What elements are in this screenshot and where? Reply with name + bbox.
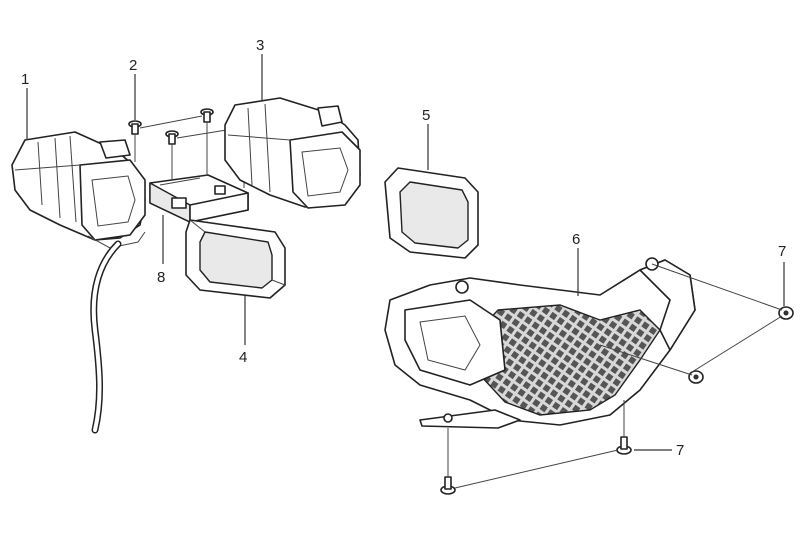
callout-4: 4 (239, 349, 247, 366)
callout-7-lower: 7 (676, 442, 684, 459)
fog-lamp-left (11, 131, 146, 249)
callout-6: 6 (572, 231, 580, 248)
callout-1: 1 (21, 71, 29, 88)
callout-8: 8 (157, 269, 165, 286)
fastener-7-upper-right (778, 306, 794, 320)
screw (128, 120, 142, 162)
screw (165, 130, 179, 180)
fastener-7-lower (616, 436, 632, 455)
callout-5: 5 (422, 107, 430, 124)
leader-lines (26, 54, 785, 451)
callout-3: 3 (256, 37, 264, 54)
callout-7-upper: 7 (778, 243, 786, 260)
wire-harness (90, 240, 122, 434)
callout-2: 2 (129, 57, 137, 74)
lamp-bezel-5 (384, 167, 479, 259)
control-module (149, 174, 249, 223)
assembly-lines (447, 263, 783, 489)
fog-lamp-right (224, 97, 361, 209)
lamp-bezel-4 (185, 219, 286, 299)
headlight-housing-6 (384, 257, 696, 429)
fastener-7-bottom-left (440, 476, 456, 495)
fastener-7-mid (688, 370, 704, 384)
screw (200, 108, 214, 176)
